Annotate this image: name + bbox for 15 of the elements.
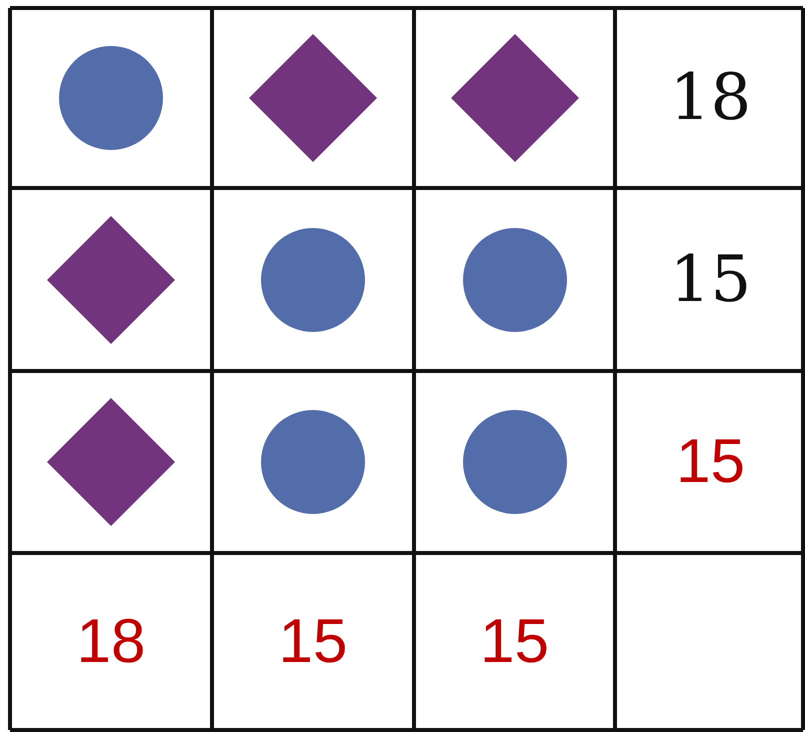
circle-symbol [462, 228, 566, 332]
circle-symbol [59, 46, 163, 150]
cell-number: 15 [670, 248, 752, 312]
circle-symbol [261, 228, 365, 332]
cell-number: 15 [480, 611, 549, 673]
cell-number: 15 [676, 431, 745, 493]
cell-number: 18 [76, 611, 146, 673]
diamond-symbol [450, 34, 578, 162]
diamond-symbol [47, 398, 175, 526]
diamond-symbol [249, 34, 377, 162]
diamond-symbol [47, 216, 175, 344]
circle-symbol [462, 410, 566, 514]
cell-number: 15 [278, 611, 348, 673]
circle-symbol [261, 410, 365, 514]
cell-number: 18 [670, 66, 752, 130]
